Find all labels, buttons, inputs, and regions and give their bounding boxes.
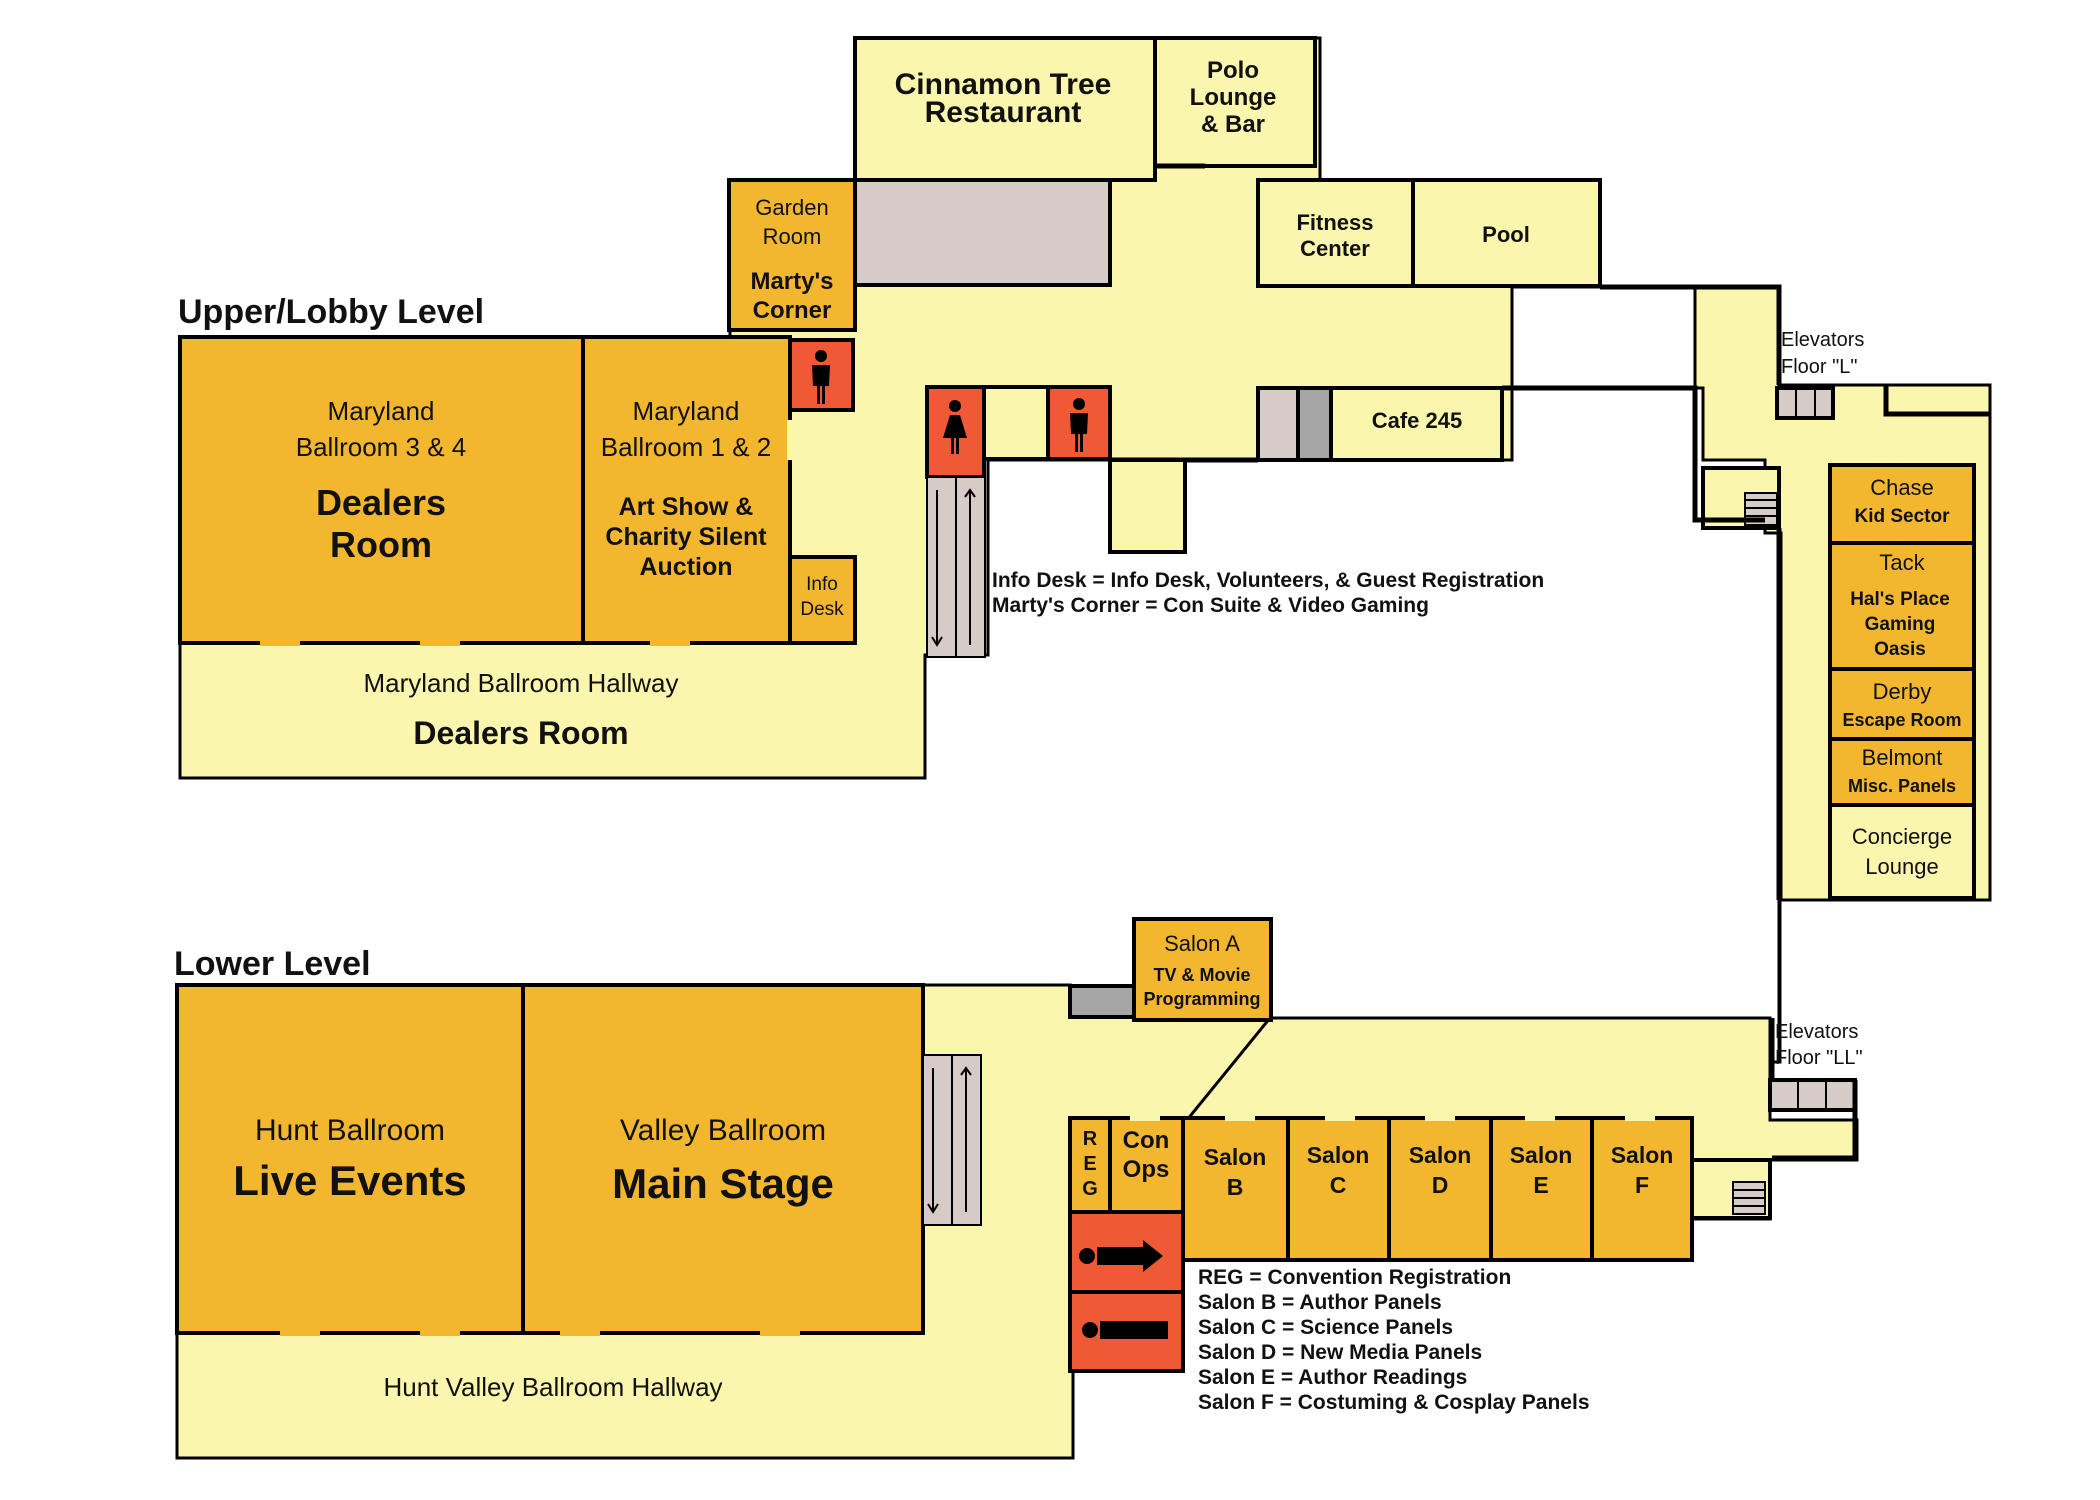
- salon-f[interactable]: [1590, 1116, 1694, 1262]
- valley-label: Valley Ballroom: [620, 1114, 826, 1147]
- derby-room[interactable]: [1828, 667, 1976, 741]
- upper-legend: Info Desk = Info Desk, Volunteers, & Gue…: [992, 569, 1544, 617]
- maryland-ballroom-3-4[interactable]: [178, 335, 585, 645]
- service-area-lower: [1068, 984, 1136, 1019]
- escalator-icon: [926, 476, 986, 658]
- pool-label: Pool: [1482, 222, 1530, 247]
- derby-use: Escape Room: [1842, 710, 1961, 730]
- md-hallway-use: Dealers Room: [413, 715, 628, 751]
- concierge-lounge[interactable]: [1828, 803, 1976, 900]
- belmont-room[interactable]: [1828, 737, 1976, 807]
- restroom-icon: [1082, 1321, 1168, 1339]
- lobby-alcove: [1108, 458, 1187, 554]
- tack-label: Tack: [1879, 550, 1925, 575]
- service-area-cafe: [1256, 386, 1300, 462]
- salon-a[interactable]: [1132, 917, 1273, 1022]
- hunt-ballroom[interactable]: [175, 983, 525, 1335]
- polo-lounge[interactable]: [1153, 36, 1317, 168]
- md-hallway-label: Maryland Ballroom Hallway: [364, 668, 679, 698]
- salon-b[interactable]: [1181, 1116, 1290, 1262]
- belmont-use: Misc. Panels: [1848, 776, 1956, 796]
- service-area-cafe-dark: [1296, 386, 1333, 462]
- fitness-center[interactable]: [1256, 178, 1415, 288]
- elevator-icon[interactable]: [1775, 386, 1835, 420]
- upper-level-title: Upper/Lobby Level: [178, 293, 484, 331]
- hv-hallway-label: Hunt Valley Ballroom Hallway: [383, 1372, 722, 1402]
- chase-use: Kid Sector: [1854, 506, 1950, 527]
- stairs-icon: [1732, 1181, 1766, 1215]
- cafe-label: Cafe 245: [1372, 408, 1463, 433]
- elevator-icon[interactable]: [1768, 1078, 1857, 1112]
- chase-label: Chase: [1870, 475, 1934, 500]
- salon-e[interactable]: [1489, 1116, 1594, 1262]
- info-desk[interactable]: [788, 555, 857, 645]
- lower-level-title: Lower Level: [174, 945, 371, 983]
- belmont-label: Belmont: [1862, 745, 1943, 770]
- registration-room[interactable]: [1068, 1116, 1112, 1214]
- maryland-ballroom-1-2[interactable]: [581, 335, 792, 645]
- salon-a-label: Salon A: [1164, 931, 1240, 956]
- escalator-icon: [922, 1054, 982, 1226]
- valley-ballroom[interactable]: [521, 983, 925, 1335]
- upper-small-room: [982, 385, 1050, 461]
- lower-level: [175, 917, 1859, 1460]
- upper-level: [178, 36, 1992, 1064]
- cafe-245[interactable]: [1329, 386, 1504, 462]
- garden-room[interactable]: [727, 178, 857, 332]
- tack-room[interactable]: [1828, 541, 1976, 671]
- valley-use: Main Stage: [612, 1160, 834, 1207]
- derby-label: Derby: [1873, 679, 1932, 704]
- right-rooms: [1828, 463, 1976, 900]
- service-area: [853, 178, 1112, 287]
- hunt-use: Live Events: [233, 1157, 466, 1204]
- salon-d[interactable]: [1387, 1116, 1493, 1262]
- pool[interactable]: [1411, 178, 1602, 288]
- hunt-label: Hunt Ballroom: [255, 1114, 445, 1147]
